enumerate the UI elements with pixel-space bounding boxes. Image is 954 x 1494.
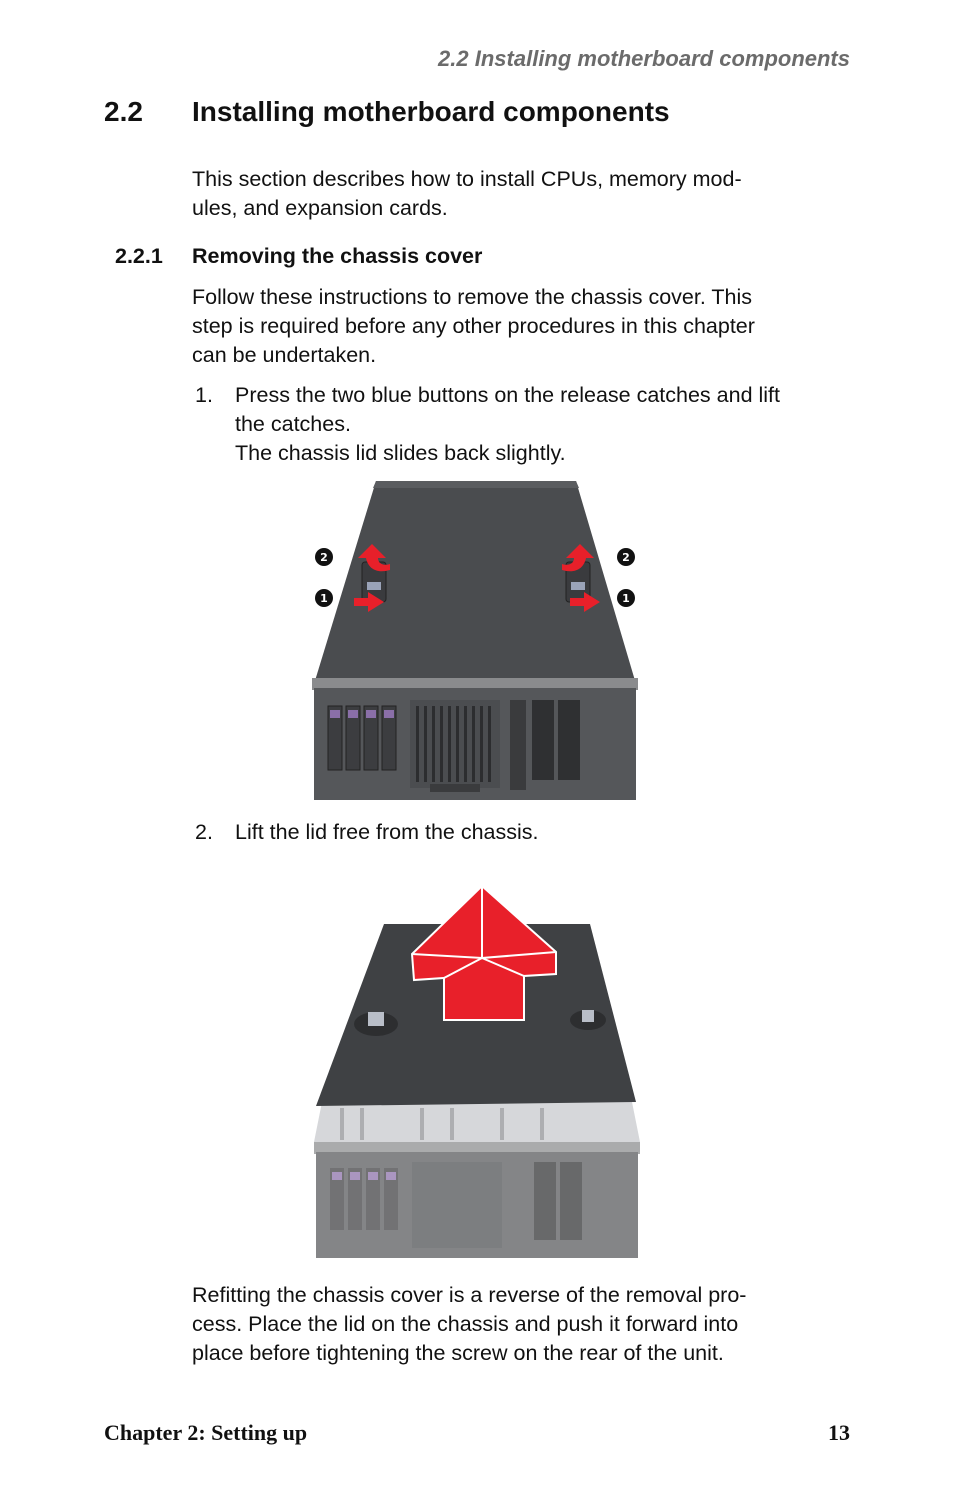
chassis-release-catch-figure: 2 1 2 1 [312, 481, 638, 800]
section-title: Installing motherboard components [192, 96, 670, 127]
subsection-intro-line: can be undertaken. [192, 343, 377, 367]
step-line: the catches. [235, 412, 351, 436]
callout-1-left: 1 [315, 589, 333, 607]
closing-line: Refitting the chassis cover is a reverse… [192, 1283, 747, 1307]
step-number: 2. [195, 820, 213, 844]
closing-line: place before tightening the screw on the… [192, 1341, 724, 1365]
closing-paragraph: Refitting the chassis cover is a reverse… [192, 1281, 852, 1368]
callout-1-right: 1 [617, 589, 635, 607]
step-number: 1. [195, 383, 213, 407]
step-line: Press the two blue buttons on the releas… [235, 383, 780, 407]
lift-arrow [358, 544, 390, 572]
lift-direction-arrow [410, 884, 557, 1021]
svg-text:1: 1 [622, 592, 630, 605]
callout-2-right: 2 [617, 548, 635, 566]
step-text: Lift the lid free from the chassis. [235, 818, 855, 847]
subsection-title: Removing the chassis cover [192, 244, 483, 268]
svg-text:1: 1 [320, 592, 328, 605]
section-intro: This section describes how to install CP… [192, 165, 852, 223]
svg-text:2: 2 [320, 551, 328, 564]
chassis-body [314, 1102, 640, 1258]
chassis-lid [314, 481, 636, 684]
callout-2-left: 2 [315, 548, 333, 566]
subsection-intro-line: Follow these instructions to remove the … [192, 285, 753, 309]
lid-removal-figure [314, 884, 640, 1258]
step-line: The chassis lid slides back slightly. [235, 441, 566, 465]
push-arrow [354, 592, 384, 612]
front-vent-grille [410, 700, 500, 788]
section-number: 2.2 [104, 96, 143, 127]
optical-drive [510, 700, 526, 790]
left-release-catch [354, 1012, 398, 1036]
subsection-number: 2.2.1 [115, 244, 163, 268]
running-header: 2.2 Installing motherboard components [438, 46, 850, 71]
step-text: Press the two blue buttons on the releas… [235, 381, 855, 468]
svg-text:2: 2 [622, 551, 630, 564]
subsection-intro-line: step is required before any other proced… [192, 314, 755, 338]
closing-line: cess. Place the lid on the chassis and p… [192, 1312, 739, 1336]
subsection-intro: Follow these instructions to remove the … [192, 283, 852, 370]
drive-bays [327, 705, 397, 771]
footer-page-number: 13 [828, 1420, 850, 1445]
right-release-catch [570, 1010, 606, 1030]
section-intro-line: ules, and expansion cards. [192, 196, 448, 220]
lift-arrow [562, 544, 594, 572]
section-intro-line: This section describes how to install CP… [192, 167, 742, 191]
footer-chapter: Chapter 2: Setting up [104, 1420, 308, 1445]
push-arrow [570, 592, 600, 612]
step-line: Lift the lid free from the chassis. [235, 820, 539, 844]
